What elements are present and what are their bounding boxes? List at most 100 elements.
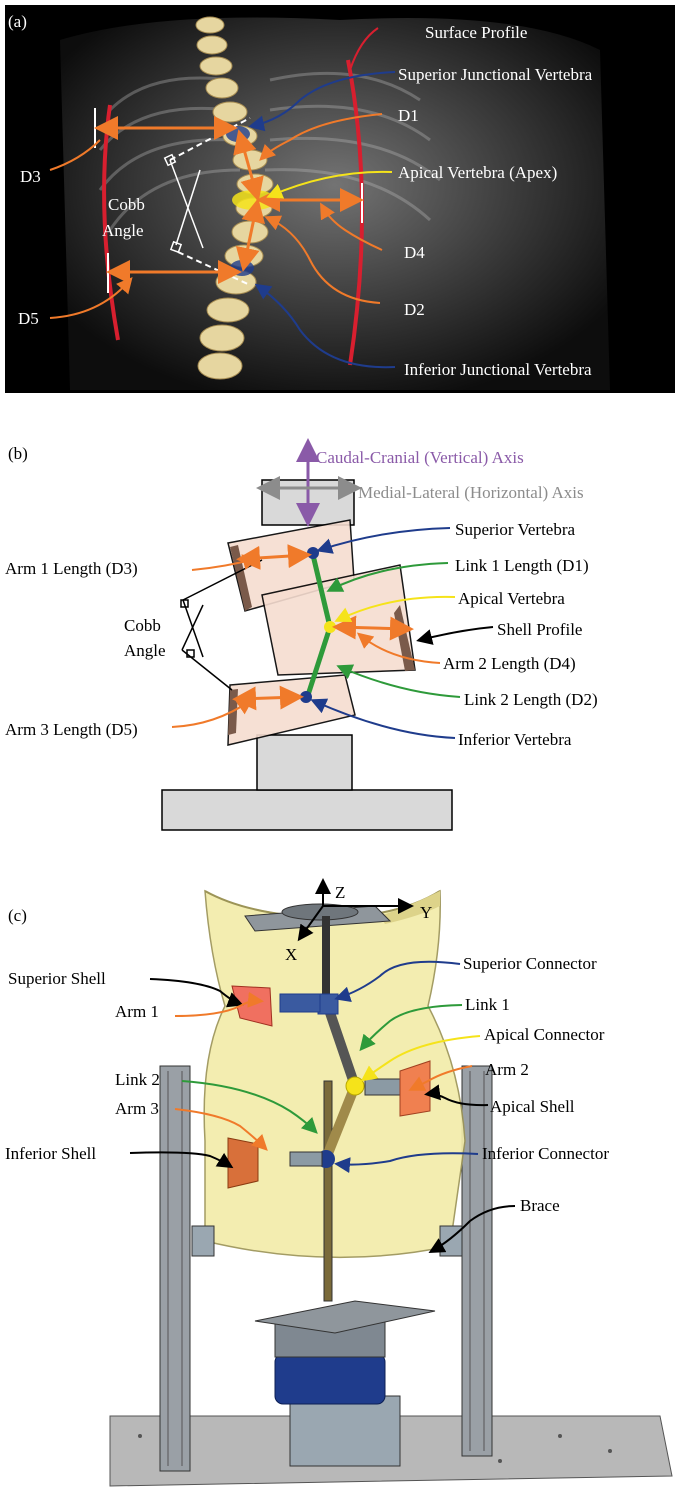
lower-plate <box>254 1300 436 1334</box>
inferior-junctional-marker <box>230 260 254 276</box>
label-link1: Link 1 <box>465 995 510 1014</box>
panel-a-figure: (a) Surface Profile Superior Junctional … <box>5 5 675 393</box>
actuator-base <box>289 1395 401 1467</box>
brace-callout <box>428 1205 516 1253</box>
arm2-callout <box>408 1065 473 1091</box>
arm2-callout <box>356 632 441 664</box>
label-d4: D4 <box>404 243 425 262</box>
label-superior-shell: Superior Shell <box>8 969 106 988</box>
inferior-connector-callout <box>334 1152 479 1174</box>
link2-rod <box>320 1084 360 1163</box>
label-d3: D3 <box>20 167 41 186</box>
label-inferior-junctional: Inferior Junctional Vertebra <box>404 360 592 379</box>
link1 <box>310 554 333 628</box>
x-axis <box>297 905 324 942</box>
label-arm3-length: Arm 3 Length (D5) <box>5 720 138 739</box>
label-angle: Angle <box>124 641 166 660</box>
link2-callout <box>336 664 461 698</box>
label-link2-length: Link 2 Length (D2) <box>464 690 598 709</box>
superior-connector <box>317 993 339 1015</box>
inferior-connector-arm <box>289 1151 323 1167</box>
inferior-vertebra-callout <box>310 698 456 739</box>
panel-c-figure: (c) <box>5 878 673 1487</box>
inferior-shell-pad <box>227 1137 259 1189</box>
superior-vertebra-callout <box>316 527 451 554</box>
apical-vertebra-dot <box>324 621 336 633</box>
left-post <box>159 1065 191 1472</box>
link1-callout <box>359 1004 463 1052</box>
top-disc <box>281 903 359 921</box>
panel-c-tag: (c) <box>8 906 27 925</box>
base-block <box>256 734 353 791</box>
link2-callout <box>181 1080 318 1134</box>
label-brace: Brace <box>520 1196 560 1215</box>
label-z-axis: Z <box>335 883 345 902</box>
arm2-arrow <box>332 615 414 641</box>
apical-connector-callout <box>360 1035 481 1082</box>
panel-b-figure: (b) Caudal-Cranial (Vertical) Ax <box>5 438 598 831</box>
label-y-axis: Y <box>420 903 432 922</box>
label-link2: Link 2 <box>115 1070 160 1089</box>
apical-connector <box>345 1076 365 1096</box>
inferior-junctional-callout <box>254 283 396 369</box>
left-mount <box>191 1225 215 1257</box>
shell-profile-callout <box>416 626 494 645</box>
label-angle: Angle <box>102 221 144 240</box>
lower-rod <box>323 1080 333 1302</box>
label-d1: D1 <box>398 106 419 125</box>
cobb-construction <box>163 153 204 254</box>
apical-vertebra-callout <box>334 595 456 623</box>
upper-rod <box>322 916 330 1006</box>
label-arm1: Arm 1 <box>115 1002 159 1021</box>
arm1-callout <box>174 991 264 1017</box>
label-inferior-vertebra: Inferior Vertebra <box>458 730 572 749</box>
label-d5: D5 <box>18 309 39 328</box>
link1-callout <box>326 562 449 592</box>
d4-callout <box>320 202 383 251</box>
d2-callout <box>264 215 381 304</box>
label-apical-vertebra: Apical Vertebra <box>458 589 565 608</box>
right-post <box>461 1065 493 1457</box>
apical-connector-arm <box>364 1078 401 1096</box>
label-superior-junctional: Superior Junctional Vertebra <box>398 65 593 84</box>
d1-d2-arrows <box>233 129 266 272</box>
base-plate <box>161 789 453 831</box>
label-x-axis: X <box>285 945 297 964</box>
inferior-vertebra-dot <box>300 691 312 703</box>
superior-vertebra-dot <box>307 547 319 559</box>
apical-shell-callout <box>424 1084 489 1107</box>
upper-shell-edge <box>230 545 252 611</box>
label-apical-connector: Apical Connector <box>484 1025 605 1044</box>
panel-b-tag: (b) <box>8 444 28 463</box>
label-vertical-axis: Caudal-Cranial (Vertical) Axis <box>316 448 524 467</box>
panel-c: (c) <box>0 876 680 1493</box>
label-link1-length: Link 1 Length (D1) <box>455 556 589 575</box>
superior-shell-callout <box>149 978 244 1008</box>
label-inferior-shell: Inferior Shell <box>5 1144 96 1163</box>
label-superior-vertebra: Superior Vertebra <box>455 520 576 539</box>
d1-callout <box>259 113 383 161</box>
arm1-callout <box>191 554 259 571</box>
link2 <box>305 626 333 696</box>
label-apical-shell: Apical Shell <box>490 1097 575 1116</box>
superior-connector-callout <box>334 960 461 1002</box>
label-apical-vertebra: Apical Vertebra (Apex) <box>398 163 557 182</box>
surface-profile-callout <box>349 27 379 71</box>
label-d2: D2 <box>404 300 425 319</box>
label-arm3: Arm 3 <box>115 1099 159 1118</box>
inferior-shell-callout <box>129 1151 234 1169</box>
arm3-arrow <box>232 685 304 711</box>
label-arm2-length: Arm 2 Length (D4) <box>443 654 576 673</box>
superior-junctional-callout <box>248 71 396 132</box>
label-inferior-connector: Inferior Connector <box>482 1144 609 1163</box>
panel-a: (a) Surface Profile Superior Junctional … <box>0 0 680 398</box>
label-cobb: Cobb <box>108 195 145 214</box>
post-grooves <box>167 1071 485 1466</box>
label-cobb: Cobb <box>124 616 161 635</box>
label-surface-profile: Surface Profile <box>425 23 527 42</box>
actuator-motor <box>274 1353 386 1405</box>
arm3-callout <box>174 1108 268 1151</box>
label-superior-connector: Superior Connector <box>463 954 597 973</box>
panel-b: (b) Caudal-Cranial (Vertical) Ax <box>0 435 680 835</box>
arm3-callout <box>171 698 254 728</box>
